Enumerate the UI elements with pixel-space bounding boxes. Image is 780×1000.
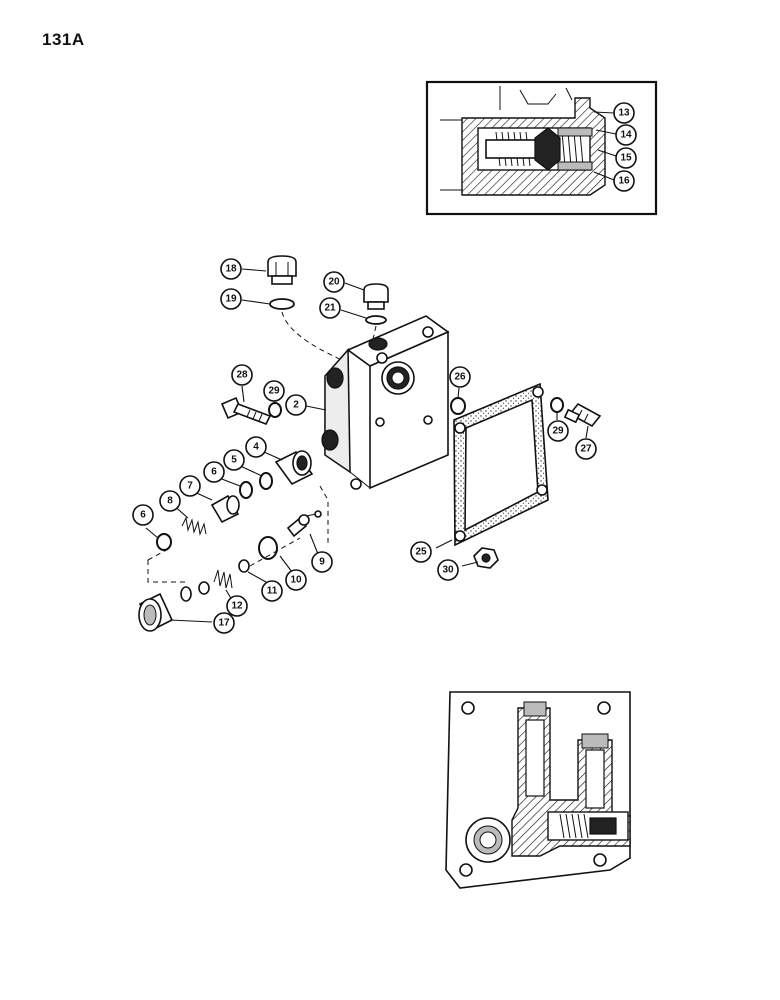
svg-text:18: 18 [225,264,237,275]
svg-text:19: 19 [225,294,237,305]
plug-17 [138,592,174,632]
callout-19: 19 [220,288,242,310]
callout-17: 17 [213,612,235,634]
callout-14: 14 [615,124,637,146]
spring-8 [181,516,207,536]
callout-30: 30 [437,559,459,581]
callout-26: 26 [449,366,471,388]
svg-text:29: 29 [268,386,280,397]
page-number: 131A [42,30,85,49]
svg-text:7: 7 [187,481,193,492]
svg-text:4: 4 [253,442,259,453]
callout-28: 28 [231,364,253,386]
callout-29-left: 29 [263,380,285,402]
callout-6-lower: 6 [132,504,154,526]
valve-housing [321,315,450,490]
callout-15: 15 [615,147,637,169]
bolt-28 [220,396,272,426]
svg-text:30: 30 [442,565,454,576]
nut-30 [473,547,499,569]
svg-text:27: 27 [580,444,592,455]
spring-12 [213,569,233,589]
callout-5: 5 [223,449,245,471]
bottom-housing-cutaway [445,691,631,889]
callout-29-right: 29 [547,420,569,442]
callout-2: 2 [285,394,307,416]
callout-4: 4 [245,436,267,458]
inset-valve-cutaway [425,80,658,216]
washer-26 [450,397,466,415]
o-ring-10 [258,536,278,560]
callout-9: 9 [311,551,333,573]
svg-text:2: 2 [293,400,299,411]
callout-27: 27 [575,438,597,460]
svg-text:10: 10 [290,575,302,586]
bolt-27 [563,402,602,428]
callout-16: 16 [613,170,635,192]
svg-text:20: 20 [328,277,340,288]
svg-text:29: 29 [552,426,564,437]
plug-18 [267,255,297,285]
callout-6-upper: 6 [203,461,225,483]
valve-9 [286,510,322,538]
sleeve-7 [210,494,240,524]
callout-13: 13 [613,102,635,124]
o-ring-plug-a [198,581,210,595]
callout-11: 11 [261,580,283,602]
svg-text:8: 8 [167,496,173,507]
callout-7: 7 [179,475,201,497]
fitting-4 [274,450,314,486]
svg-text:6: 6 [211,467,217,478]
svg-text:9: 9 [319,557,325,568]
callout-18: 18 [220,258,242,280]
o-ring-21 [365,315,387,325]
svg-text:6: 6 [140,510,146,521]
svg-text:12: 12 [231,601,243,612]
svg-text:11: 11 [267,586,278,597]
o-ring-6-upper [239,481,253,499]
o-ring-5 [259,472,273,490]
o-ring-6-lower [156,533,172,551]
plug-20 [363,283,389,310]
disc-11 [238,559,250,573]
o-ring-19 [269,298,295,310]
washer-29-right [550,397,564,413]
o-ring-plug-b [180,586,192,602]
svg-text:25: 25 [415,547,427,558]
washer-29-left [268,402,282,418]
leader-lines [145,111,617,623]
svg-text:16: 16 [618,176,630,187]
callout-20: 20 [323,271,345,293]
svg-text:15: 15 [620,153,632,164]
callout-10: 10 [285,569,307,591]
svg-text:28: 28 [236,370,248,381]
gasket [453,382,549,547]
svg-text:5: 5 [231,455,237,466]
callout-12: 12 [226,595,248,617]
svg-text:26: 26 [454,372,466,383]
svg-text:14: 14 [620,130,632,141]
callout-8: 8 [159,490,181,512]
svg-text:13: 13 [618,108,630,119]
svg-text:17: 17 [218,618,230,629]
callout-25: 25 [410,541,432,563]
svg-text:21: 21 [324,303,336,314]
callout-21: 21 [319,297,341,319]
